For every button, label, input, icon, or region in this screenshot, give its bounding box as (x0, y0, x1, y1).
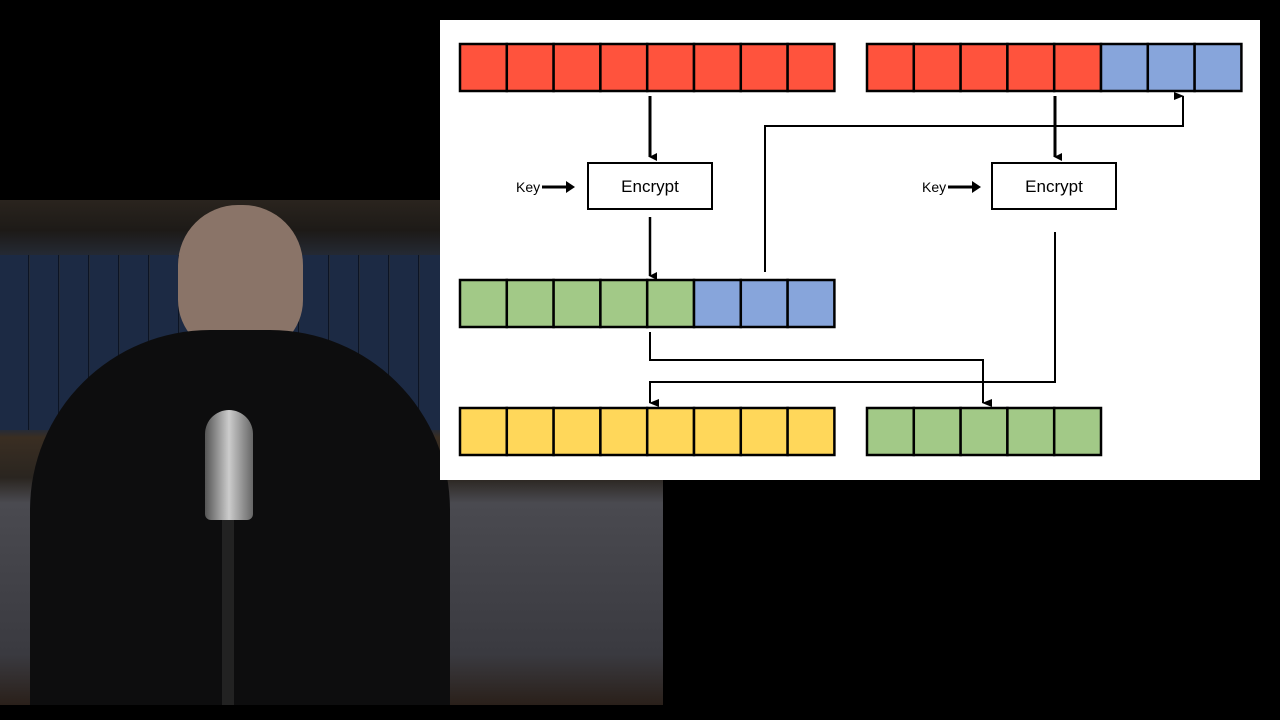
block-cell-yellow (786, 406, 836, 457)
block-cell-blue (786, 278, 836, 329)
block-row-bottom-left (458, 406, 836, 457)
block-cell-green (1052, 406, 1103, 457)
block-cell-yellow (692, 406, 743, 457)
encrypt-block-2: Encrypt Key (922, 162, 1117, 210)
block-cell-red (645, 42, 696, 93)
block-cell-green (645, 278, 696, 329)
block-cell-yellow (599, 406, 649, 457)
block-cell-green (865, 406, 916, 457)
block-cell-red (786, 42, 836, 93)
block-cell-green (1006, 406, 1056, 457)
block-row-top-right (865, 42, 1243, 93)
block-cell-red (1006, 42, 1056, 93)
book (30, 255, 59, 430)
block-cell-blue (739, 278, 789, 329)
block-cell-yellow (505, 406, 555, 457)
block-cell-blue (1099, 42, 1150, 93)
block-cell-blue (1146, 42, 1196, 93)
block-cell-green (912, 406, 962, 457)
block-cell-green (599, 278, 649, 329)
block-cell-blue (1193, 42, 1243, 93)
block-row-top-left (458, 42, 836, 93)
block-cell-red (552, 42, 602, 93)
block-cell-green (959, 406, 1009, 457)
block-cell-green (552, 278, 602, 329)
arrow-encrypt-2-to-yellow (649, 232, 1056, 407)
block-cell-red (739, 42, 789, 93)
block-cell-green (505, 278, 555, 329)
encrypt-block-1: Encrypt Key (516, 162, 713, 210)
block-cell-yellow (739, 406, 789, 457)
arrow-green-to-bottom-right (649, 332, 992, 407)
block-cell-blue (692, 278, 743, 329)
microphone (205, 410, 253, 520)
diagram-panel: Encrypt Key Encrypt Key (440, 20, 1260, 480)
block-cell-red (599, 42, 649, 93)
block-cell-yellow (552, 406, 602, 457)
block-cell-red (1052, 42, 1103, 93)
diagram: Encrypt Key Encrypt Key (458, 42, 1243, 457)
block-cell-red (959, 42, 1009, 93)
block-cell-yellow (645, 406, 696, 457)
key-label: Key (922, 179, 946, 195)
block-cell-red (505, 42, 555, 93)
block-cell-red (458, 42, 509, 93)
arrow-blue-feedback (764, 92, 1184, 272)
key-arrow-icon (972, 181, 981, 193)
block-row-bottom-right (865, 406, 1103, 457)
key-label: Key (516, 179, 540, 195)
encrypt-label: Encrypt (621, 177, 679, 196)
microphone-stand (222, 520, 234, 705)
key-arrow-icon (566, 181, 575, 193)
block-cell-green (458, 278, 509, 329)
block-cell-red (865, 42, 916, 93)
block-cell-yellow (458, 406, 509, 457)
block-cell-red (912, 42, 962, 93)
block-row-middle-left (458, 278, 836, 329)
book (0, 255, 29, 430)
block-cell-red (692, 42, 743, 93)
encrypt-label: Encrypt (1025, 177, 1083, 196)
